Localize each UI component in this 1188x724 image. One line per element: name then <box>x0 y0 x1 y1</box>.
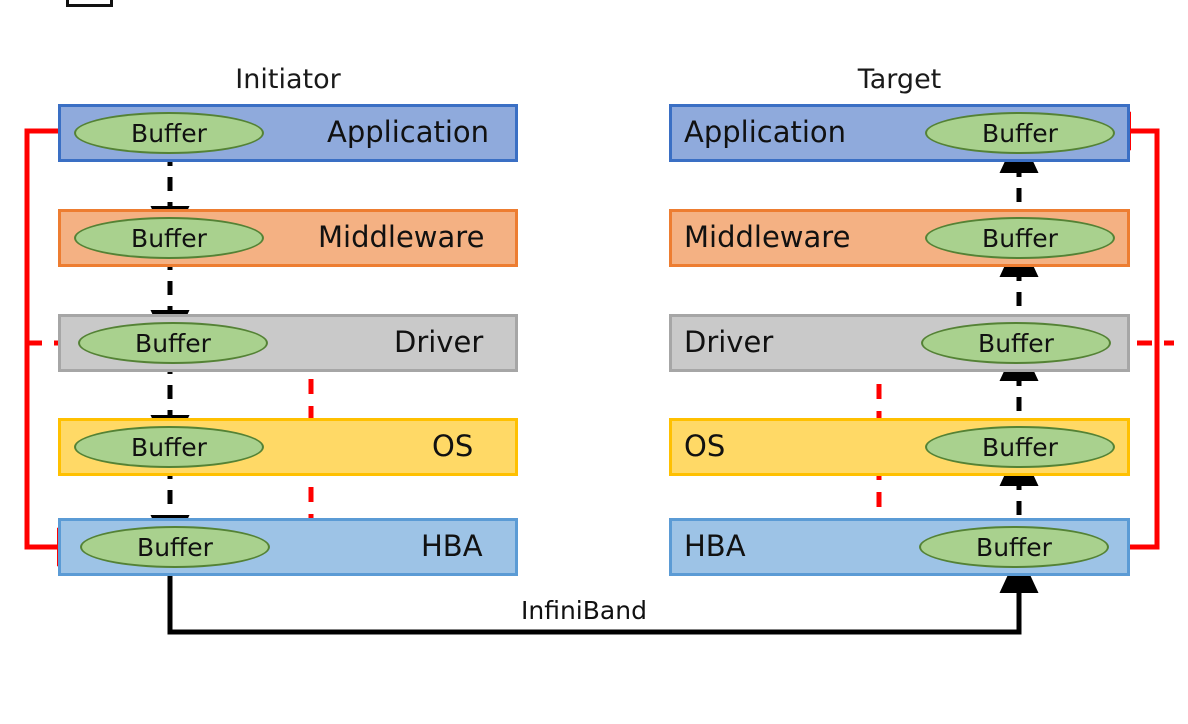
initiator-label-hba: HBA <box>421 529 483 563</box>
initiator-label-os: OS <box>432 429 474 463</box>
initiator-buffer-hba[interactable]: Buffer <box>80 526 270 568</box>
buffer-label: Buffer <box>131 118 207 148</box>
infiniband-link <box>167 550 1039 635</box>
target-label-driver: Driver <box>684 325 774 359</box>
buffer-label: Buffer <box>978 328 1054 358</box>
target-buffer-hba[interactable]: Buffer <box>919 526 1109 568</box>
initiator-buffer-middleware[interactable]: Buffer <box>74 217 264 259</box>
buffer-label: Buffer <box>137 532 213 562</box>
buffer-label: Buffer <box>982 432 1058 462</box>
target-label-application: Application <box>684 115 847 149</box>
buffer-label: Buffer <box>131 223 207 253</box>
buffer-label: Buffer <box>982 118 1058 148</box>
buffer-label: Buffer <box>976 532 1052 562</box>
initiator-rdma-solid <box>24 128 100 567</box>
target-buffer-os[interactable]: Buffer <box>925 426 1115 468</box>
initiator-buffer-os[interactable]: Buffer <box>74 426 264 468</box>
target-label-hba: HBA <box>684 529 746 563</box>
initiator-buffer-application[interactable]: Buffer <box>74 112 264 154</box>
target-buffer-middleware[interactable]: Buffer <box>925 217 1115 259</box>
target-buffer-application[interactable]: Buffer <box>925 112 1115 154</box>
initiator-label-driver: Driver <box>394 325 484 359</box>
target-rdma-solid <box>1088 111 1160 550</box>
target-label-os: OS <box>684 429 726 463</box>
initiator-label-middleware: Middleware <box>318 220 485 254</box>
initiator-title: Initiator <box>235 64 341 95</box>
buffer-label: Buffer <box>135 328 211 358</box>
cropped-shape-artifact <box>66 0 113 7</box>
infiniband-label: InfiniBand <box>521 596 647 625</box>
buffer-label: Buffer <box>982 223 1058 253</box>
target-buffer-driver[interactable]: Buffer <box>921 322 1111 364</box>
initiator-buffer-driver[interactable]: Buffer <box>78 322 268 364</box>
buffer-label: Buffer <box>131 432 207 462</box>
initiator-label-application: Application <box>327 115 490 149</box>
target-title: Target <box>857 64 942 95</box>
target-label-middleware: Middleware <box>684 220 851 254</box>
